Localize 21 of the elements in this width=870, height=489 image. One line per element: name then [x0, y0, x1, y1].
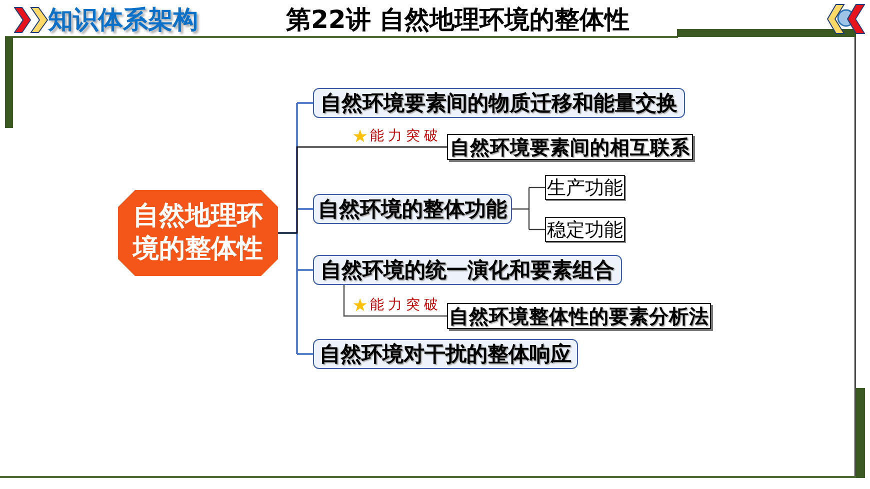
topic-box: 自然环境的统一演化和要素组合 — [313, 255, 622, 285]
slide-title: 第22讲 自然地理环境的整体性 — [286, 4, 630, 36]
section-heading: 知识体系架构 — [48, 4, 198, 36]
connector-line — [297, 269, 313, 271]
topic-box: 自然环境要素间的物质迁移和能量交换 — [313, 88, 685, 118]
subtopic-box: 自然环境整体性的要素分析法 — [447, 303, 711, 329]
topic-box: 自然环境的整体功能 — [313, 194, 512, 224]
connector-line — [297, 102, 313, 104]
connector-line — [278, 146, 447, 234]
connector-line — [297, 353, 313, 355]
connector-line — [511, 186, 530, 230]
subtopic-box: 自然环境要素间的相互联系 — [447, 134, 693, 160]
connector-line — [343, 285, 447, 317]
connector-line — [529, 186, 545, 188]
connector-line — [297, 208, 313, 210]
leaf-box: 生产功能 — [545, 175, 625, 200]
connector-line — [529, 228, 545, 230]
topic-box: 自然环境对干扰的整体响应 — [313, 339, 578, 369]
connector-line — [277, 102, 298, 355]
octagon-box: 自然地理环境的整体性 — [118, 190, 278, 276]
leaf-box: 稳定功能 — [545, 217, 625, 242]
